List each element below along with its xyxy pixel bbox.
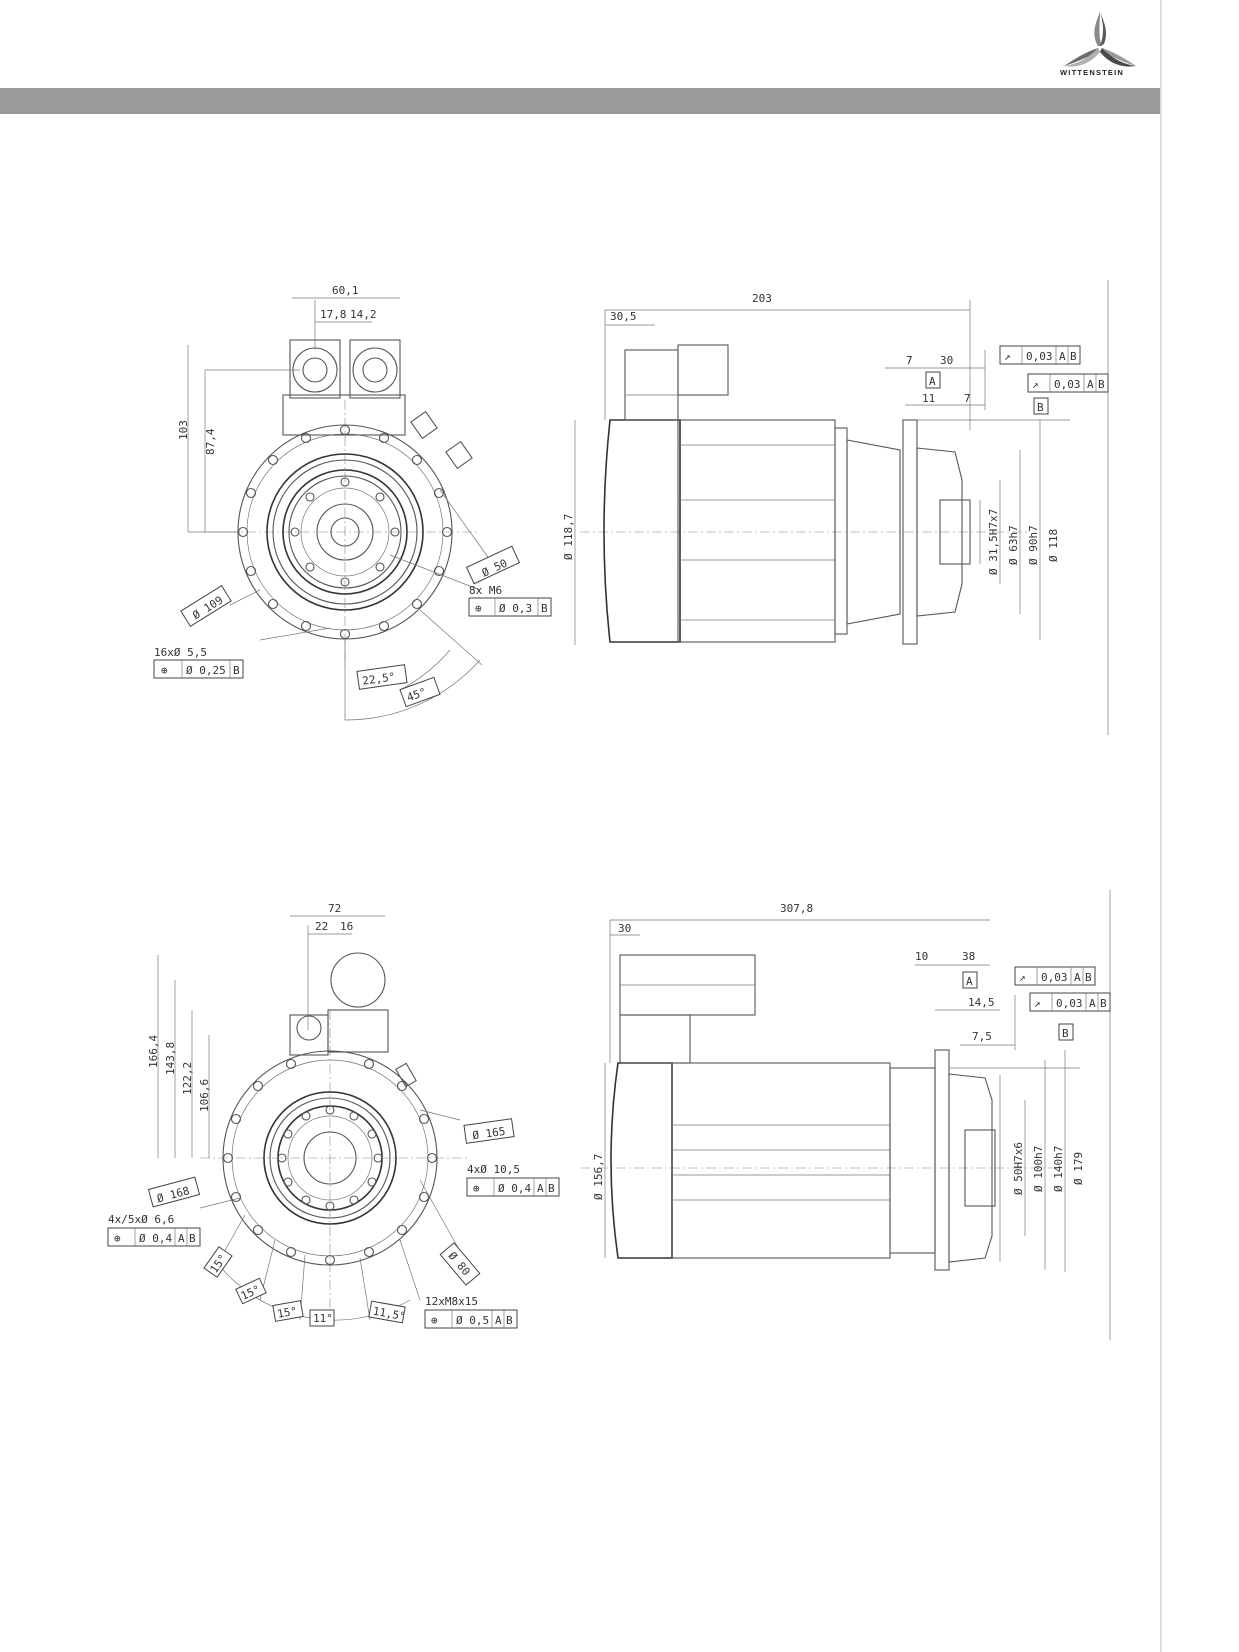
bottom-side-dim-7-5: 7,5 [972,1030,992,1043]
bottom-side-housing-dia: Ø 156,7 [592,1154,605,1200]
bottom-front-dim-16: 16 [340,920,353,933]
bottom-front-angle-4: 11° [313,1312,333,1325]
top-side-shaft-dim-2: Ø 63h7 [1007,525,1020,565]
header-bar [0,88,1160,114]
bottom-front-dia-165: Ø 165 [472,1125,507,1142]
bottom-front-dim-72: 72 [328,902,341,915]
bottom-front-hole-tol-1-val: Ø 0,4 [498,1182,531,1195]
top-side-runout-2-sym: ↗ [1032,378,1039,391]
bottom-front-hole-tol-2-sym: ⊕ [114,1232,121,1245]
top-side-dim-7: 7 [906,354,913,367]
top-front-dim-87-4: 87,4 [204,428,217,455]
top-front-dim-103: 103 [177,420,190,440]
top-front-dim-60-1: 60,1 [332,284,359,297]
top-front-holes-tol-datum: B [233,664,240,677]
bottom-front-dim-22: 22 [315,920,328,933]
bottom-front-hole-tol-1-sym: ⊕ [473,1182,480,1195]
bottom-side-view: 307,8 30 10 38 14,5 7,5 A B ↗ 0,03 A B ↗… [580,890,1111,1340]
bottom-front-thread-tol-b: B [506,1314,513,1327]
page-edge-rule [1160,0,1162,1652]
bottom-side-runout-2-b: B [1100,997,1107,1010]
top-side-length: 203 [752,292,772,305]
bottom-front-hole-tol-2-b: B [189,1232,196,1245]
top-front-dim-17-8: 17,8 [320,308,347,321]
bottom-side-dim-10: 10 [915,950,928,963]
top-side-runout-1-b: B [1070,350,1077,363]
top-side-runout-2-b: B [1098,378,1105,391]
top-front-angle-45: 45° [405,685,428,704]
top-front-dim-14-2: 14,2 [350,308,377,321]
bottom-side-runout-1-a: A [1074,971,1081,984]
bottom-side-length: 307,8 [780,902,813,915]
bottom-front-hole-tol-2-val: Ø 0,4 [139,1232,172,1245]
bottom-front-hole-tol-1-a: A [537,1182,544,1195]
bottom-side-runout-1-val: 0,03 [1041,971,1068,984]
top-side-view: 203 30,5 7 30 11 7 A B ↗ 0,03 A B ↗ 0,03… [562,280,1109,735]
wittenstein-logo-icon [1064,12,1136,67]
bottom-front-thread-tol-val: Ø 0,5 [456,1314,489,1327]
bottom-front-angle-3: 15° [276,1305,298,1321]
top-side-shaft-dim-3: Ø 90h7 [1027,525,1040,565]
bottom-front-height-2: 143,8 [164,1042,177,1075]
bottom-side-shaft-dim-4: Ø 179 [1072,1152,1085,1185]
top-side-datum-a: A [929,375,936,388]
bottom-front-hole-note-2: 4x/5xØ 6,6 [108,1213,174,1226]
top-side-runout-2-val: 0,03 [1054,378,1081,391]
top-side-runout-2-a: A [1087,378,1094,391]
top-side-datum-b: B [1037,401,1044,414]
bottom-side-dim-38: 38 [962,950,975,963]
bottom-side-runout-2-a: A [1089,997,1096,1010]
bottom-front-thread-tol-a: A [495,1314,502,1327]
top-front-holes-note: 16xØ 5,5 [154,646,207,659]
top-side-dim-30: 30 [940,354,953,367]
bottom-front-thread-note: 12xM8x15 [425,1295,478,1308]
bottom-side-shaft-dim-1: Ø 50H7x6 [1012,1142,1025,1195]
top-side-shaft-dim-4: Ø 118 [1047,529,1060,562]
bottom-front-hole-note-1: 4xØ 10,5 [467,1163,520,1176]
top-side-runout-1-a: A [1059,350,1066,363]
top-front-holes-tol-val: Ø 0,25 [186,664,226,677]
bottom-front-view: 72 22 16 166,4 143,8 122,2 106,6 Ø 165 Ø… [107,902,560,1329]
bottom-side-runout-2-val: 0,03 [1056,997,1083,1010]
bottom-side-runout-2-sym: ↗ [1034,997,1041,1010]
top-side-dim-11: 11 [922,392,935,405]
bottom-front-angle-5: 11,5° [372,1305,407,1324]
top-front-thread-note: 8x M6 [469,584,502,597]
bottom-side-shaft-dim-2: Ø 100h7 [1032,1146,1045,1192]
bottom-front-height-1: 166,4 [147,1035,160,1068]
top-side-shaft-dim-1: Ø 31,5H7x7 [987,509,1000,575]
bottom-front-height-3: 122,2 [181,1062,194,1095]
top-front-thread-tol-sym: ⊕ [475,602,482,615]
bottom-side-conn-offset: 30 [618,922,631,935]
bottom-front-height-4: 106,6 [198,1079,211,1112]
bottom-side-dim-14-5: 14,5 [968,996,995,1009]
top-front-holes-tol-sym: ⊕ [161,664,168,677]
top-side-conn-offset: 30,5 [610,310,637,323]
top-side-housing-dia: Ø 118,7 [562,514,575,560]
bottom-side-datum-a: A [966,975,973,988]
bottom-front-hole-tol-2-a: A [178,1232,185,1245]
top-front-thread-tol-val: Ø 0,3 [499,602,532,615]
top-front-angle-22-5: 22,5° [361,670,396,687]
bottom-front-thread-tol-sym: ⊕ [431,1314,438,1327]
top-side-runout-1-sym: ↗ [1004,350,1011,363]
brand-name: WITTENSTEIN [1060,68,1125,77]
top-front-thread-tol-datum: B [541,602,548,615]
bottom-front-hole-tol-1-b: B [548,1182,555,1195]
bottom-side-datum-b: B [1062,1027,1069,1040]
top-side-runout-1-val: 0,03 [1026,350,1053,363]
top-side-dim-7b: 7 [964,392,971,405]
top-front-view: 60,1 17,8 14,2 103 87,4 Ø 50 Ø 109 8x M6… [153,284,552,721]
bottom-side-shaft-dim-3: Ø 140h7 [1052,1146,1065,1192]
bottom-side-runout-1-sym: ↗ [1019,971,1026,984]
bottom-side-runout-1-b: B [1085,971,1092,984]
